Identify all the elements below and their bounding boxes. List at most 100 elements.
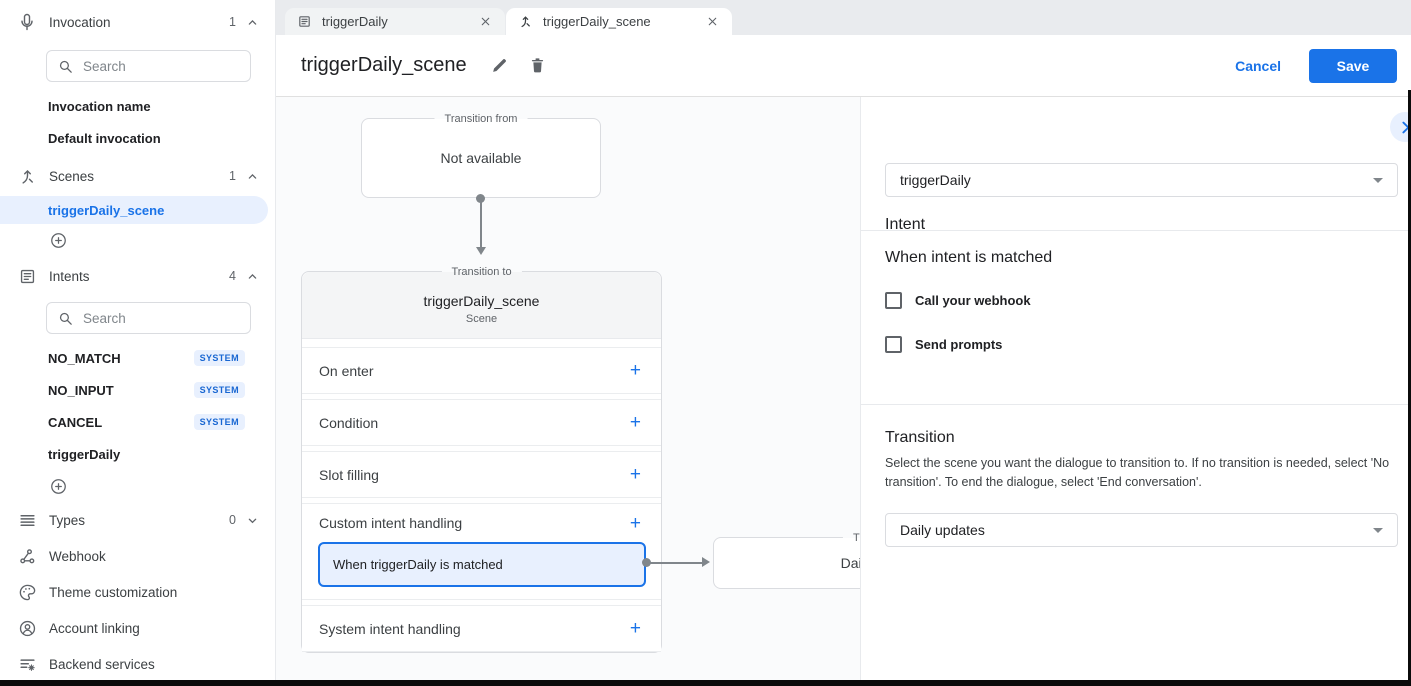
transition-to-scene-box: Transition to triggerDaily_scene Scene O…: [301, 264, 662, 653]
sidebar-item-webhook[interactable]: Webhook: [0, 538, 275, 574]
caret-down-icon: [1373, 527, 1383, 533]
scene-box-subtitle: Scene: [465, 312, 498, 325]
connector-dot: [476, 194, 485, 203]
transition-target-box[interactable]: Transition to Daily updates: [713, 530, 860, 589]
sidebar-section-types[interactable]: Types 0: [0, 502, 275, 538]
transition-target-title: Daily updates: [840, 555, 860, 571]
plus-circle-icon: [49, 231, 68, 250]
sidebar-item-triggerdaily[interactable]: triggerDaily: [48, 446, 121, 462]
sidebar-item-no-input[interactable]: NO_INPUT SYSTEM: [0, 374, 275, 406]
scene-row-custom-intent-handling[interactable]: Custom intent handling + When triggerDai…: [302, 503, 661, 600]
close-icon[interactable]: [704, 14, 720, 30]
scene-row-slot-filling[interactable]: Slot filling +: [302, 451, 661, 498]
tab-triggerdaily-scene[interactable]: triggerDaily_scene: [506, 8, 732, 35]
window-edge-bottom: [0, 680, 1411, 686]
transition-description: Select the scene you want the dialogue t…: [885, 456, 1390, 490]
sidebar-section-scenes[interactable]: Scenes 1: [0, 156, 275, 196]
scene-diagram-canvas[interactable]: Transition from Not available Transition…: [276, 97, 860, 686]
chevron-right-icon: [1397, 119, 1411, 136]
sidebar-item-backend-services[interactable]: Backend services: [0, 646, 275, 682]
sidebar-item-cancel[interactable]: CANCEL SYSTEM: [0, 406, 275, 438]
transition-from-box: Transition from Not available: [361, 111, 601, 198]
search-input[interactable]: [83, 58, 213, 74]
add-intent-button[interactable]: [0, 470, 275, 502]
collapse-panel-button[interactable]: [1390, 112, 1411, 142]
backend-services-icon: [16, 653, 38, 675]
sidebar-item-triggerdaily-scene[interactable]: triggerDaily_scene: [0, 196, 268, 224]
add-custom-intent-button[interactable]: +: [629, 512, 641, 534]
section-label: Intents: [49, 268, 90, 284]
transition-select-value: Daily updates: [900, 522, 985, 538]
add-slot-filling-button[interactable]: +: [629, 464, 641, 485]
sidebar-item-theme-customization[interactable]: Theme customization: [0, 574, 275, 610]
add-condition-button[interactable]: +: [629, 412, 641, 433]
edit-icon[interactable]: [489, 55, 511, 77]
sidebar-section-intents[interactable]: Intents 4: [0, 256, 275, 296]
intent-select[interactable]: triggerDaily: [885, 163, 1398, 197]
add-on-enter-button[interactable]: +: [629, 360, 641, 381]
save-button[interactable]: Save: [1309, 48, 1397, 83]
page-title: triggerDaily_scene: [301, 54, 467, 76]
sidebar-item-no-match[interactable]: NO_MATCH SYSTEM: [0, 342, 275, 374]
section-label: Scenes: [49, 168, 95, 184]
connector-line-horizontal: [647, 562, 704, 564]
section-count: 1: [229, 169, 236, 183]
scene-icon: [518, 14, 534, 30]
transition-select[interactable]: Daily updates: [885, 513, 1398, 547]
delete-icon[interactable]: [527, 55, 549, 77]
transition-from-content: Not available: [440, 150, 522, 166]
scene-box-header[interactable]: triggerDaily_scene Scene: [302, 272, 661, 339]
scene-box-title: triggerDaily_scene: [423, 292, 540, 309]
section-count: 0: [229, 513, 236, 527]
intent-detail-panel: Intent triggerDaily When intent is match…: [860, 97, 1411, 686]
tab-triggerdaily[interactable]: triggerDaily: [285, 8, 505, 35]
sidebar-item-account-linking[interactable]: Account linking: [0, 610, 275, 646]
system-badge: SYSTEM: [193, 414, 245, 430]
transition-target-legend: Transition to: [842, 530, 860, 546]
cancel-button[interactable]: Cancel: [1235, 57, 1281, 74]
sidebar: Invocation 1 Invocation name Default inv…: [0, 0, 276, 686]
search-input[interactable]: [83, 310, 213, 326]
intents-search[interactable]: [46, 302, 251, 334]
send-prompts-checkbox-row[interactable]: Send prompts: [885, 336, 1002, 353]
sidebar-section-invocation[interactable]: Invocation 1: [0, 0, 275, 44]
microphone-icon: [16, 11, 38, 33]
close-icon[interactable]: [477, 14, 493, 30]
main-area: triggerDaily triggerDaily_scene triggerD…: [276, 0, 1411, 686]
types-icon: [16, 509, 38, 531]
intent-heading: Intent: [885, 216, 926, 233]
page-header: triggerDaily_scene Cancel Save: [276, 35, 1411, 97]
palette-icon: [16, 581, 38, 603]
add-scene-button[interactable]: [0, 224, 275, 256]
chevron-up-icon[interactable]: [245, 14, 261, 30]
chevron-down-icon[interactable]: [245, 512, 261, 528]
section-count: 4: [229, 269, 236, 283]
transition-heading: Transition: [885, 429, 955, 446]
arrow-right-icon: [702, 557, 710, 567]
scene-row-system-intent-handling[interactable]: System intent handling +: [302, 605, 661, 652]
system-badge: SYSTEM: [193, 382, 245, 398]
transition-to-legend: Transition to: [441, 264, 522, 280]
scene-row-on-enter[interactable]: On enter +: [302, 347, 661, 394]
scene-row-condition[interactable]: Condition +: [302, 399, 661, 446]
section-label: Invocation: [49, 14, 111, 30]
invocation-search[interactable]: [46, 50, 251, 82]
chevron-up-icon[interactable]: [245, 168, 261, 184]
checkbox-unchecked[interactable]: [885, 336, 902, 353]
when-matched-heading: When intent is matched: [885, 249, 1053, 266]
section-label: Types: [49, 512, 86, 528]
checkbox-unchecked[interactable]: [885, 292, 902, 309]
connector-dot: [642, 558, 651, 567]
transition-from-legend: Transition from: [434, 111, 528, 127]
call-webhook-checkbox-row[interactable]: Call your webhook: [885, 292, 1031, 309]
matched-intent-item[interactable]: When triggerDaily is matched: [318, 542, 646, 587]
intent-icon: [297, 14, 313, 30]
intent-select-value: triggerDaily: [900, 172, 971, 188]
add-system-intent-button[interactable]: +: [629, 618, 641, 639]
sidebar-item-invocation-name[interactable]: Invocation name: [48, 98, 151, 114]
scene-icon: [16, 165, 38, 187]
account-icon: [16, 617, 38, 639]
sidebar-item-default-invocation[interactable]: Default invocation: [48, 130, 161, 146]
chevron-up-icon[interactable]: [245, 268, 261, 284]
